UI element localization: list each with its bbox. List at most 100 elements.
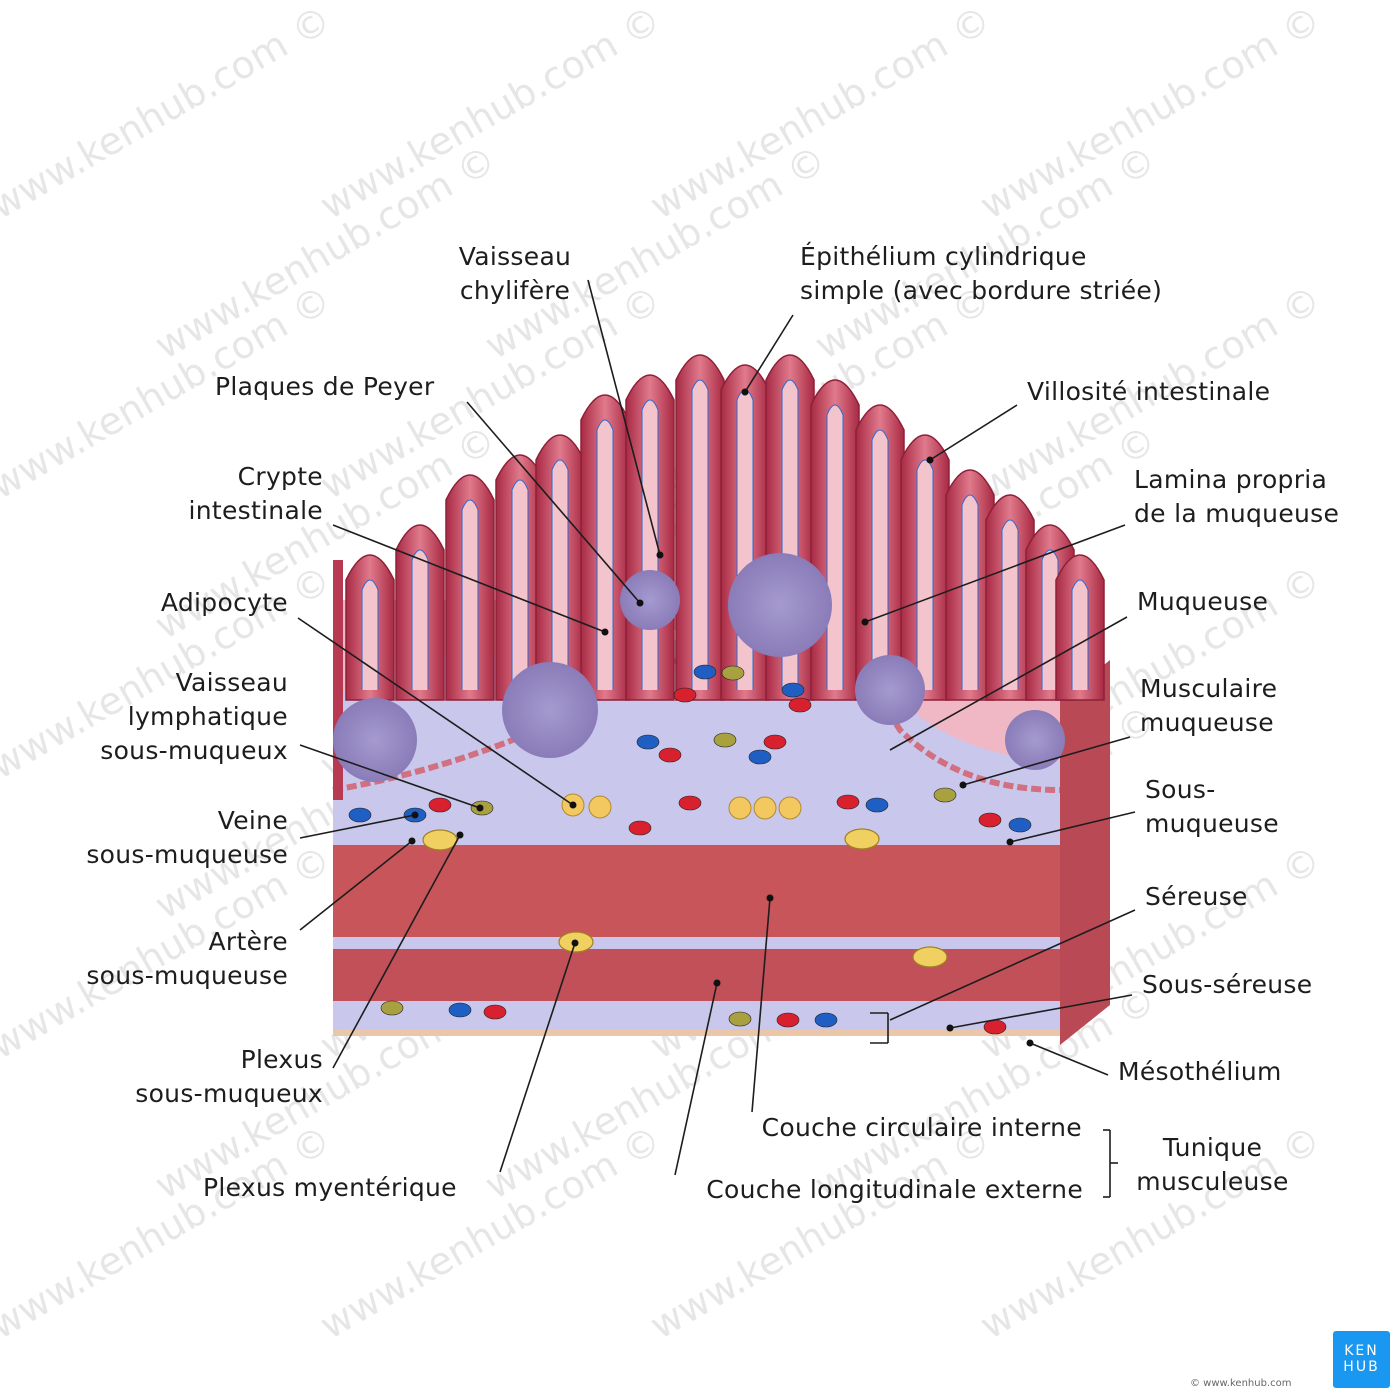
label-line: Plexus myentérique: [203, 1173, 457, 1202]
leader-line: [864, 524, 1126, 623]
leader-dot: [926, 456, 934, 464]
blood-vessel: [788, 697, 812, 713]
label-sous-muqueuse: Sous-muqueuse: [1145, 773, 1279, 841]
leader-line: [1029, 1042, 1109, 1076]
leader-line: [1009, 811, 1136, 843]
leader-dot: [741, 388, 749, 396]
villus-core: [826, 404, 844, 690]
blood-vessel: [380, 1000, 404, 1016]
copyright-text: © www.kenhub.com: [1190, 1378, 1292, 1389]
leader-dot: [601, 628, 609, 636]
villus-core: [961, 494, 979, 690]
circular-muscle-layer: [333, 845, 1060, 937]
blood-vessel: [781, 682, 805, 698]
blood-vessel: [658, 747, 682, 763]
leader-line: [332, 524, 606, 633]
label-line: Muqueuse: [1137, 587, 1269, 616]
label-sereuse: Séreuse: [1145, 880, 1248, 914]
vessels-group: [348, 664, 1032, 1035]
blood-vessel: [836, 794, 860, 810]
nerve-plexus: [844, 828, 880, 850]
leader-line: [751, 897, 771, 1113]
villi-group: [333, 354, 1105, 800]
blood-vessel: [763, 734, 787, 750]
adipocyte-cell: [588, 795, 612, 819]
label-line: Musculaire: [1140, 674, 1278, 703]
label-line: Crypte: [237, 462, 323, 491]
nerve-plexus: [422, 829, 458, 851]
adipocyte-cell: [778, 796, 802, 820]
label-line: sous-muqueux: [135, 1079, 323, 1108]
label-line: Lamina propria: [1134, 465, 1328, 494]
label-villosite: Villosité intestinale: [1027, 375, 1270, 409]
label-couche-circulaire: Couche circulaire interne: [762, 1111, 1082, 1145]
leader-line: [929, 404, 1018, 461]
villus-core: [1071, 579, 1089, 690]
leader-dot: [411, 811, 419, 819]
blood-vessel: [721, 665, 745, 681]
mesothelium-layer: [333, 1030, 1060, 1036]
label-line: Villosité intestinale: [1027, 377, 1271, 406]
villus-edge: [333, 560, 343, 800]
blood-vessel: [814, 1012, 838, 1028]
villus-core: [461, 499, 479, 690]
leader-line: [299, 744, 481, 809]
blood-vessel: [448, 1002, 472, 1018]
villus-core: [641, 399, 659, 690]
label-sous-sereuse: Sous-séreuse: [1142, 968, 1312, 1002]
label-line: intestinale: [188, 496, 323, 525]
label-line: Plaques de Peyer: [215, 372, 435, 401]
blood-vessel: [978, 812, 1002, 828]
blood-vessel: [483, 1004, 507, 1020]
villus-core: [691, 379, 709, 690]
label-line: sous-muqueuse: [86, 961, 288, 990]
label-line: muqueuse: [1145, 809, 1279, 838]
blood-vessel: [748, 749, 772, 765]
blood-vessel: [713, 732, 737, 748]
blood-vessel: [776, 1012, 800, 1028]
blood-vessel: [693, 664, 717, 680]
leader-dot: [861, 618, 869, 626]
villus-core: [871, 429, 889, 690]
label-line: sous-muqueuse: [86, 840, 288, 869]
leader-dot: [456, 831, 464, 839]
leader-line: [499, 942, 576, 1173]
intermuscular-layer: [333, 937, 1060, 949]
leader-line: [889, 909, 1136, 1021]
leader-dot: [1006, 838, 1014, 846]
leader-dot: [476, 804, 484, 812]
block-side-face: [1060, 660, 1110, 1045]
label-line: Sous-séreuse: [1142, 970, 1313, 999]
blood-vessel: [673, 687, 697, 703]
villus-core: [596, 419, 614, 690]
adipocyte-cell: [728, 796, 752, 820]
villus-core: [551, 459, 569, 690]
blood-vessel: [933, 787, 957, 803]
blood-vessel: [865, 797, 889, 813]
leader-dot: [636, 599, 644, 607]
label-mesothelium: Mésothélium: [1118, 1055, 1282, 1089]
leader-line: [332, 834, 461, 1069]
blood-vessel: [1008, 817, 1032, 833]
nerve-plexus: [912, 946, 948, 968]
label-line: Vaisseau: [458, 242, 572, 271]
leader-dot: [571, 939, 579, 947]
label-plexus-myenterique: Plexus myentérique: [203, 1171, 457, 1205]
label-line: simple (avec bordure striée): [800, 276, 1163, 305]
villus-core: [1041, 549, 1059, 690]
blood-vessel: [348, 807, 372, 823]
label-line: muqueuse: [1140, 708, 1274, 737]
leader-dot: [713, 979, 721, 987]
label-line: lymphatique: [127, 702, 288, 731]
label-musculaire-muqueuse: Musculaire muqueuse: [1140, 672, 1277, 740]
label-line: de la muqueuse: [1134, 499, 1340, 528]
label-line: Tunique: [1162, 1133, 1263, 1162]
label-line: Séreuse: [1145, 882, 1248, 911]
